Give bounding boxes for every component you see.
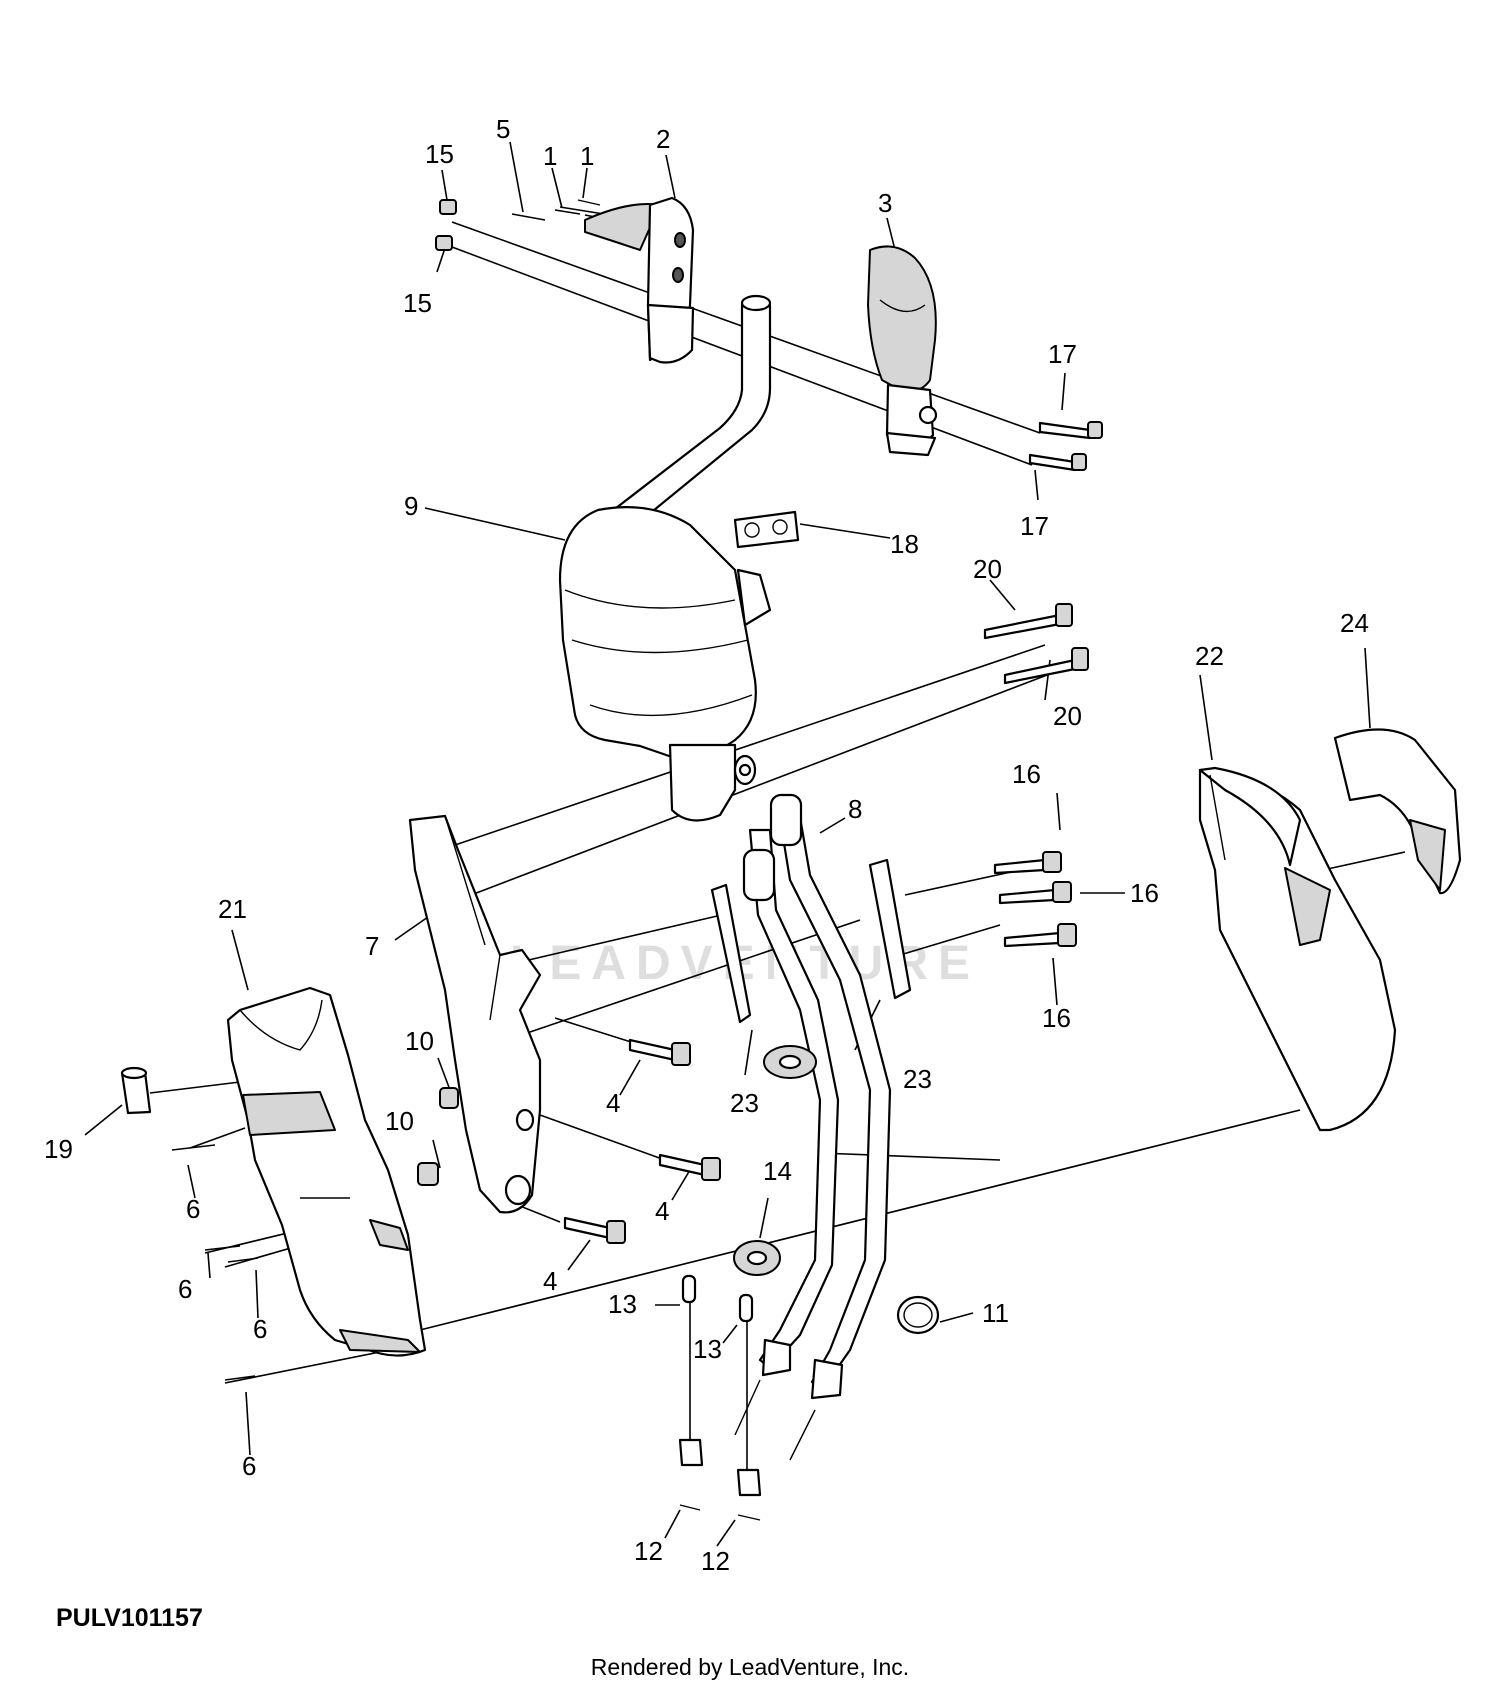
callout-1: 1: [580, 141, 594, 171]
callout-16: 16: [1012, 759, 1041, 789]
callout-21: 21: [218, 894, 247, 924]
callout-12: 12: [701, 1546, 730, 1576]
part-18-clip: [733, 510, 800, 549]
callout-6: 6: [178, 1274, 192, 1304]
callout-4: 4: [543, 1266, 557, 1296]
part-19-plug: [120, 1066, 152, 1115]
callout-4: 4: [655, 1196, 669, 1226]
part-7-bracket: [408, 814, 542, 1214]
callout-12: 12: [634, 1536, 663, 1566]
callout-7: 7: [365, 931, 379, 961]
callout-2: 2: [656, 124, 670, 154]
figure-id: PULV101157: [56, 1604, 203, 1632]
callout-1: 1: [543, 141, 557, 171]
callout-15: 15: [425, 139, 454, 169]
callout-11: 11: [982, 1298, 1009, 1328]
callout-17: 17: [1020, 511, 1049, 541]
callout-3: 3: [878, 188, 892, 218]
callout-8: 8: [848, 794, 862, 824]
callout-10: 10: [385, 1106, 414, 1136]
callout-23: 23: [903, 1064, 932, 1094]
callout-16: 16: [1042, 1003, 1071, 1033]
callout-23: 23: [730, 1088, 759, 1118]
callout-24: 24: [1340, 608, 1369, 638]
part-24-cover: [1333, 728, 1462, 895]
callout-leaders: [84, 141, 1371, 1547]
part-8-cables: [678, 793, 892, 1497]
callout-13: 13: [608, 1289, 637, 1319]
callout-15: 15: [403, 288, 432, 318]
callout-10: 10: [405, 1026, 434, 1056]
callout-20: 20: [1053, 701, 1082, 731]
callout-6: 6: [242, 1451, 256, 1481]
callout-14: 14: [763, 1156, 792, 1186]
callout-22: 22: [1195, 641, 1224, 671]
callout-9: 9: [404, 491, 418, 521]
part-22-right-shroud: [1198, 766, 1397, 1132]
callout-labels: 1 1 2 3 4 4 4 5 6 6 6 6 7 8 9 10 10 11 1…: [44, 114, 1369, 1576]
part-3-right-handgrip: [867, 245, 938, 457]
callout-19: 19: [44, 1134, 73, 1164]
part-23-plates: [710, 858, 912, 1024]
callout-4: 4: [606, 1088, 620, 1118]
callout-17: 17: [1048, 339, 1077, 369]
callout-6: 6: [186, 1194, 200, 1224]
callout-13: 13: [693, 1334, 722, 1364]
small-hardware: [171, 199, 1103, 1521]
callout-20: 20: [973, 554, 1002, 584]
callout-5: 5: [496, 114, 510, 144]
part-9-cylinder-assembly: [558, 506, 772, 822]
part-21-left-shroud: [226, 986, 427, 1357]
part-2-left-handgrip: [584, 196, 695, 364]
callout-16: 16: [1130, 878, 1159, 908]
callout-6: 6: [253, 1314, 267, 1344]
footer-credit: Rendered by LeadVenture, Inc.: [590, 1654, 910, 1680]
callout-18: 18: [890, 529, 919, 559]
